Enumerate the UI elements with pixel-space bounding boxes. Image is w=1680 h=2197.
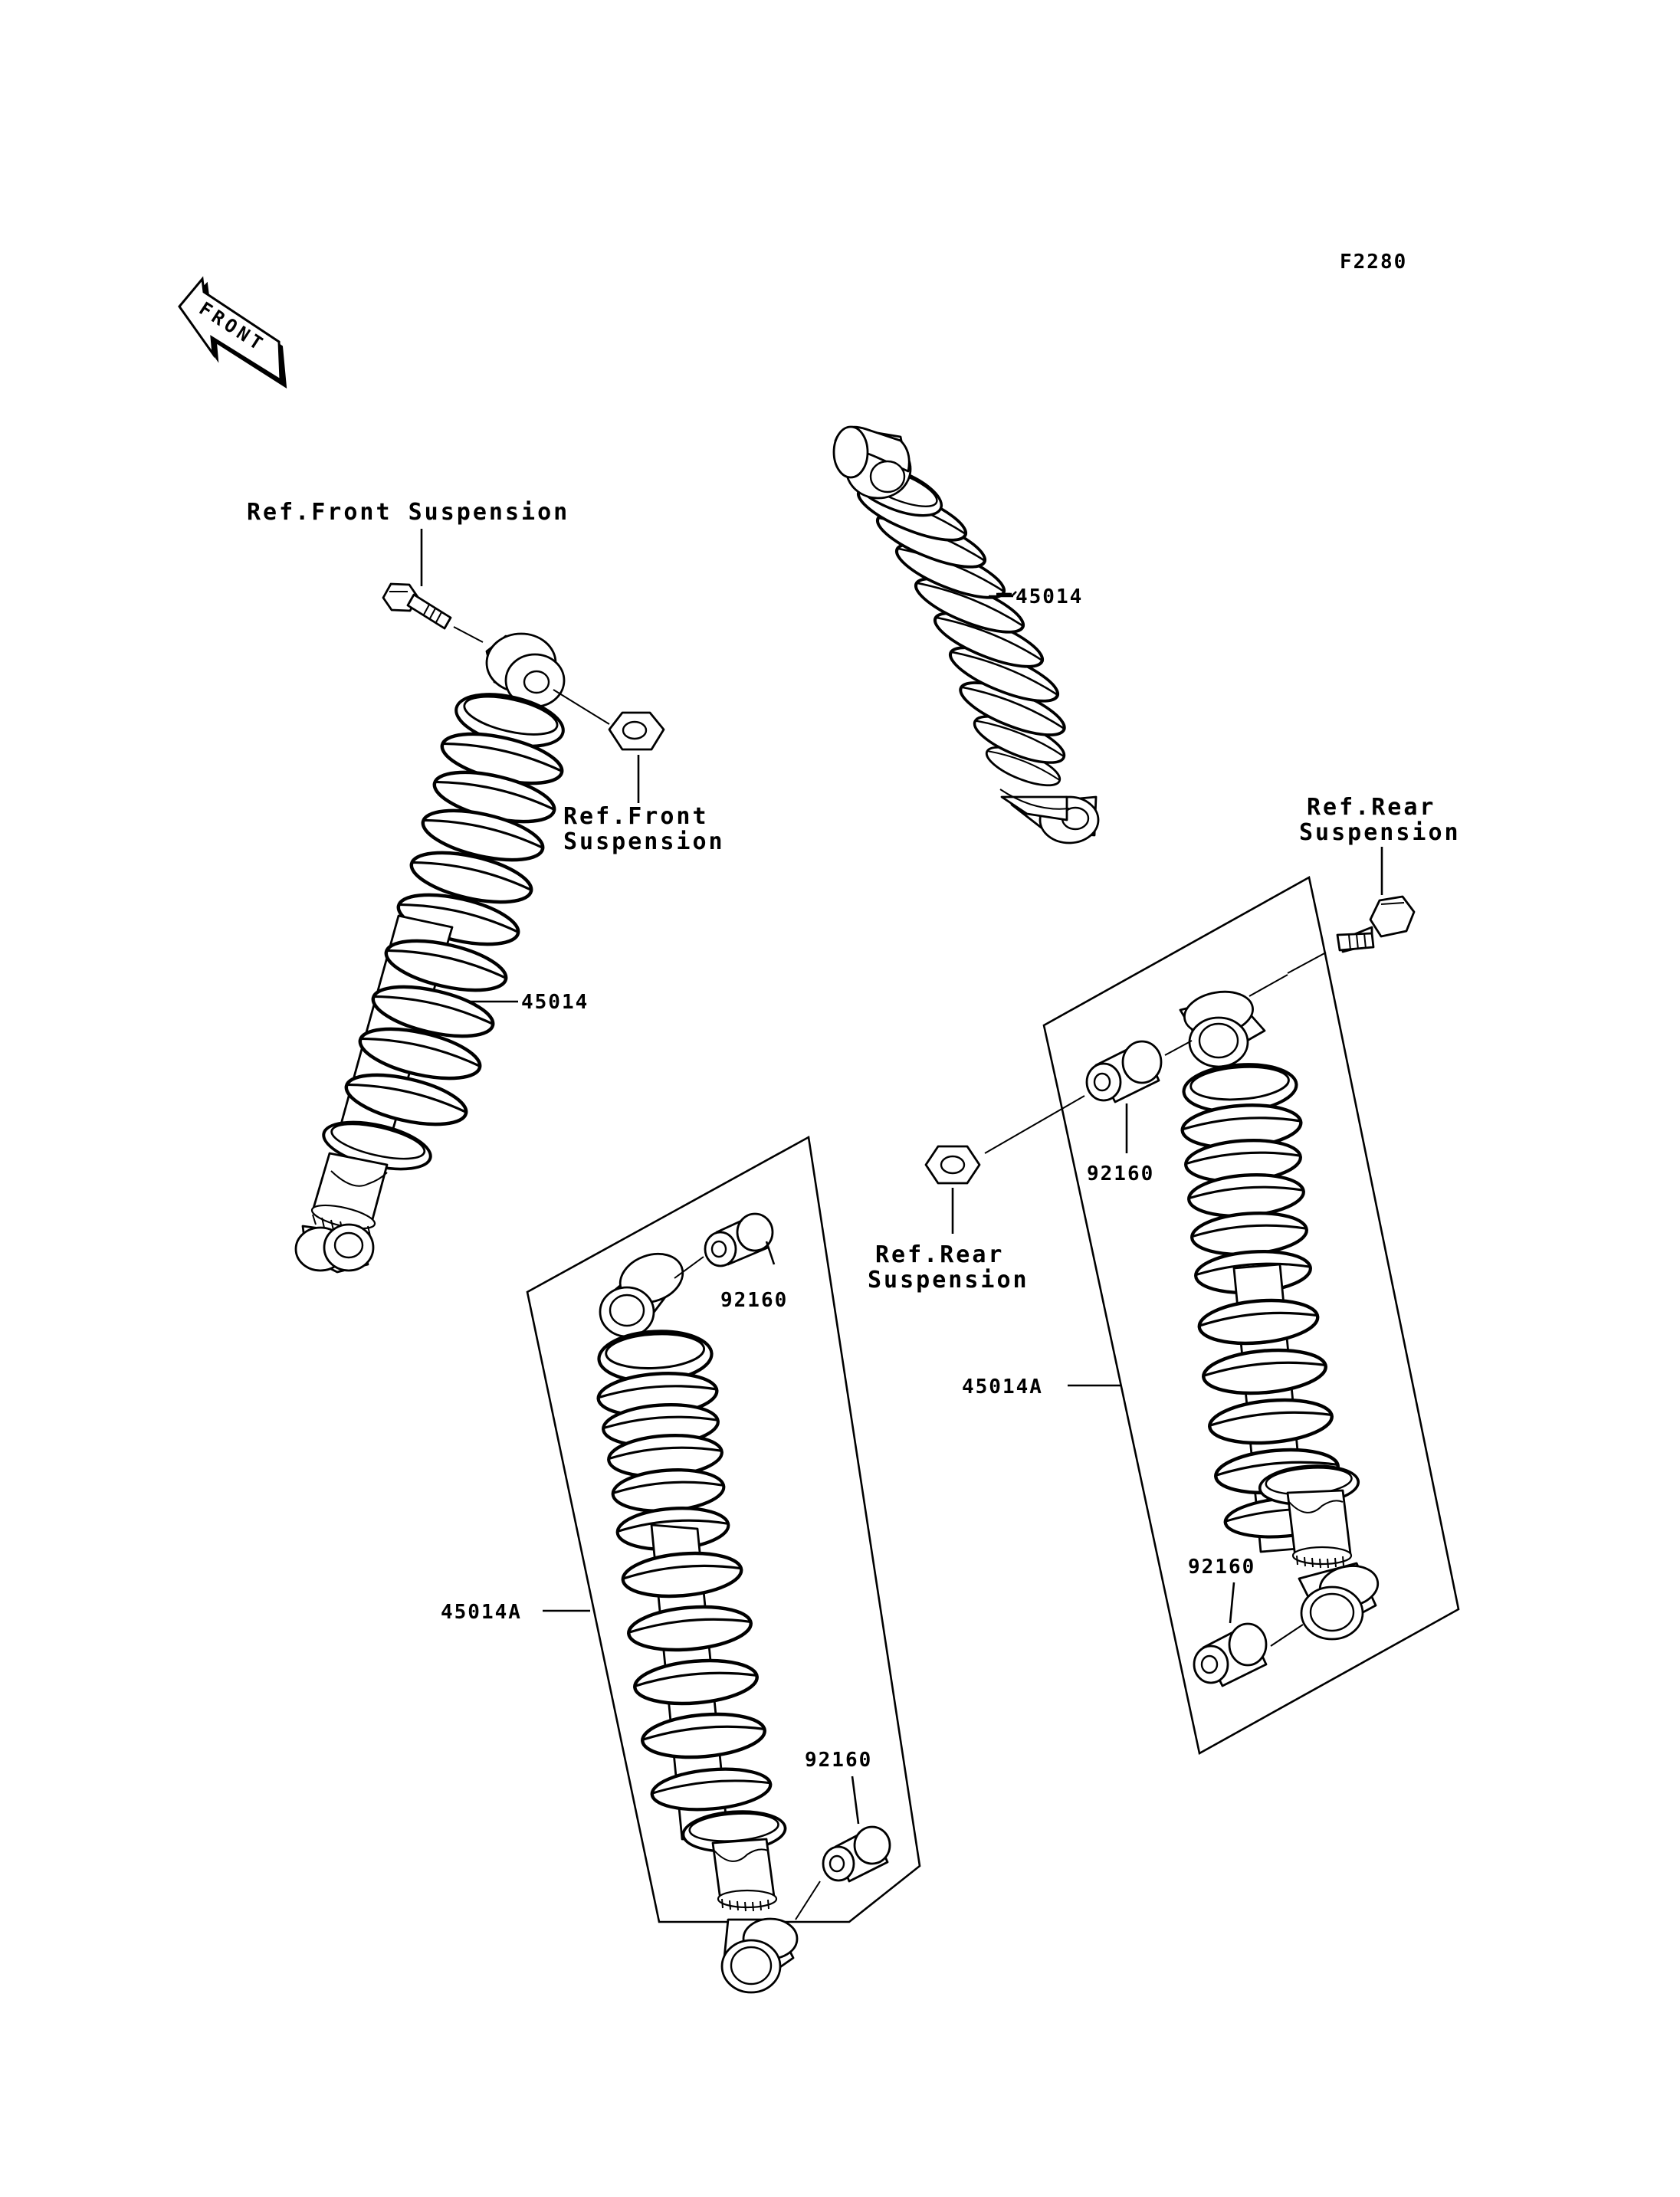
ref-rear-suspension-nut-line1: Ref.Rear [875,1241,1005,1268]
shock-assembly-right-frame [1042,876,1460,1755]
part-number-92160-left-lower: 92160 [805,1749,872,1772]
part-number-45014a-right: 45014A [962,1376,1043,1399]
front-arrow-icon: FRONT [178,276,287,389]
shock-absorber-left [294,582,665,1274]
part-number-92160-right-upper: 92160 [1087,1162,1154,1185]
part-number-45014-left: 45014 [521,991,589,1014]
ref-front-suspension-nut-line1: Ref.Front [563,803,709,830]
ref-front-suspension-top-label: Ref.Front Suspension [247,499,569,526]
shock-absorber-top [832,425,1100,844]
part-number-92160-left-upper: 92160 [720,1289,788,1312]
ref-rear-suspension-bolt-line1: Ref.Rear [1307,794,1436,821]
shock-absorber-assembly-left [597,1212,891,1994]
part-number-45014-top: 45014 [1016,585,1083,608]
shock-absorber-assembly-right [924,974,1380,1687]
ref-rear-suspension-nut-line2: Suspension [868,1267,1029,1294]
rear-bolt [1287,895,1416,974]
ref-front-suspension-nut-line2: Suspension [563,828,725,855]
part-number-92160-right-lower: 92160 [1188,1556,1255,1579]
part-number-45014a-left: 45014A [441,1601,522,1624]
ref-rear-suspension-bolt-line2: Suspension [1299,819,1461,846]
shock-assembly-left-frame [526,1135,921,1923]
figure-code: F2280 [1340,251,1407,274]
